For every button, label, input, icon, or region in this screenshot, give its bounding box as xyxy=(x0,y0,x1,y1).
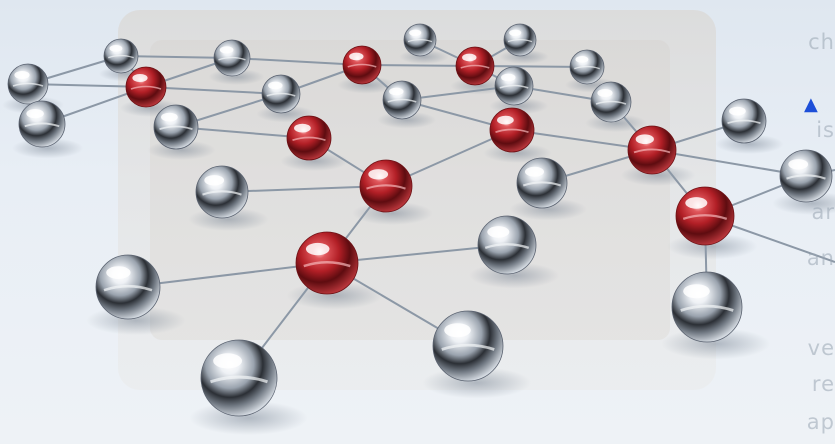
silver-node xyxy=(404,24,436,56)
edge-text-6: re xyxy=(812,372,835,396)
silver-node xyxy=(517,158,567,208)
silver-node xyxy=(591,82,631,122)
silver-node xyxy=(383,81,421,119)
red-node xyxy=(360,160,412,212)
silver-node xyxy=(570,50,604,84)
red-node xyxy=(296,232,358,294)
silver-node xyxy=(8,64,48,104)
edge-text-2: is xyxy=(816,118,835,142)
red-node xyxy=(126,67,166,107)
silver-node xyxy=(214,40,250,76)
silver-node xyxy=(96,255,160,319)
silver-node xyxy=(722,99,766,143)
silver-node xyxy=(201,340,277,416)
red-node xyxy=(628,126,676,174)
silver-node xyxy=(504,24,536,56)
navigation-arrow-icon: ▲ xyxy=(804,96,818,114)
red-node xyxy=(287,116,331,160)
red-node xyxy=(343,46,381,84)
silver-node xyxy=(154,105,198,149)
red-node xyxy=(676,187,734,245)
edge-text-1: ch xyxy=(808,30,835,54)
silver-node xyxy=(19,101,65,147)
red-node xyxy=(456,47,494,85)
silver-node xyxy=(196,166,248,218)
edge-text-5: ve xyxy=(808,336,835,360)
silver-node xyxy=(478,216,536,274)
silver-node xyxy=(672,272,742,342)
silver-node xyxy=(433,311,503,381)
edge-text-7: ap xyxy=(807,410,835,434)
silver-node xyxy=(780,150,832,202)
edge-text-4: an xyxy=(807,246,835,270)
silver-node xyxy=(104,39,138,73)
red-node xyxy=(490,108,534,152)
edge-text-3: ar xyxy=(811,200,835,224)
silver-node xyxy=(495,67,533,105)
silver-node xyxy=(262,75,300,113)
